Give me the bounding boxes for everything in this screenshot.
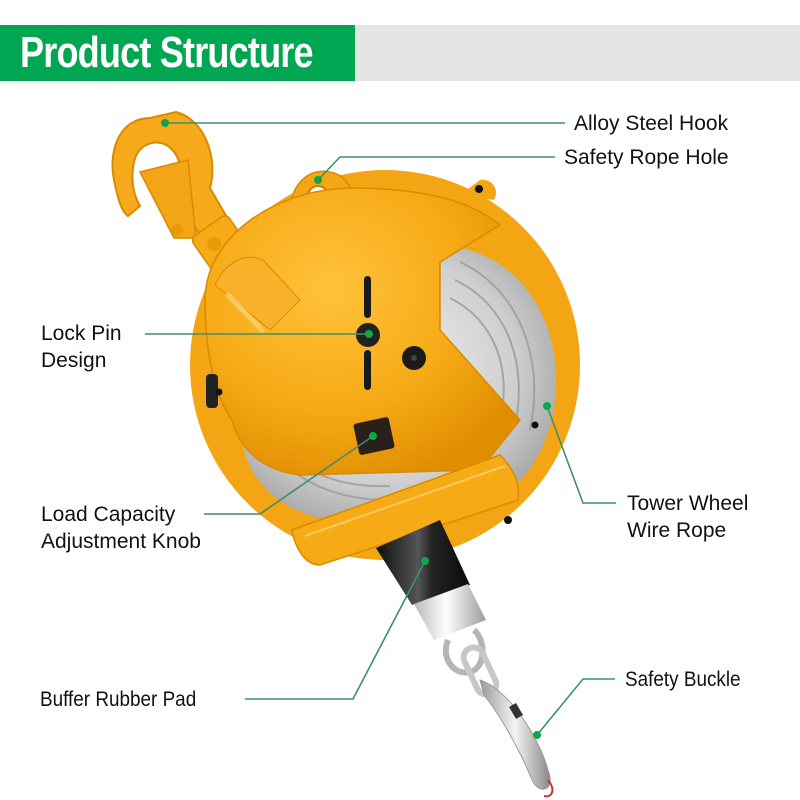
callout-text: Buffer Rubber Pad — [40, 688, 197, 711]
callout-tower-wheel-wire-rope: Tower Wheel Wire Rope — [627, 490, 748, 544]
aluminum-sleeve — [414, 584, 486, 640]
callout-safety-buckle: Safety Buckle — [625, 666, 741, 693]
leader-line-rope-hole — [317, 156, 555, 181]
header-banner: Product Structure — [0, 25, 800, 81]
callout-text: Wire Rope — [627, 519, 727, 542]
safety-buckle — [443, 627, 554, 798]
callout-safety-rope-hole: Safety Rope Hole — [564, 144, 729, 171]
leader-line-buckle — [536, 678, 615, 736]
callout-buffer-rubber-pad: Buffer Rubber Pad — [40, 686, 196, 713]
leader-lines — [145, 122, 616, 736]
page-title: Product Structure — [20, 28, 314, 77]
callout-text: Lock Pin — [41, 322, 122, 345]
callout-text: Safety Rope Hole — [564, 146, 729, 169]
callout-text: Tower Wheel — [627, 492, 749, 515]
leader-line-knob — [204, 435, 374, 515]
balancer-housing — [190, 170, 580, 566]
callout-text: Load Capacity — [41, 503, 176, 526]
callout-text: Alloy Steel Hook — [574, 112, 729, 135]
callout-alloy-steel-hook: Alloy Steel Hook — [574, 110, 728, 137]
leader-line-buffer-pad — [245, 560, 426, 700]
leader-dots — [161, 119, 551, 739]
callout-text: Safety Buckle — [625, 668, 741, 691]
callout-text: Design — [41, 349, 107, 372]
callout-load-capacity-adjustment-knob: Load Capacity Adjustment Knob — [41, 501, 201, 555]
callout-text: Adjustment Knob — [41, 530, 201, 553]
banner-title-block: Product Structure — [0, 25, 355, 81]
leader-line-tower-wheel — [546, 405, 616, 504]
callout-lock-pin-design: Lock Pin Design — [41, 320, 122, 374]
